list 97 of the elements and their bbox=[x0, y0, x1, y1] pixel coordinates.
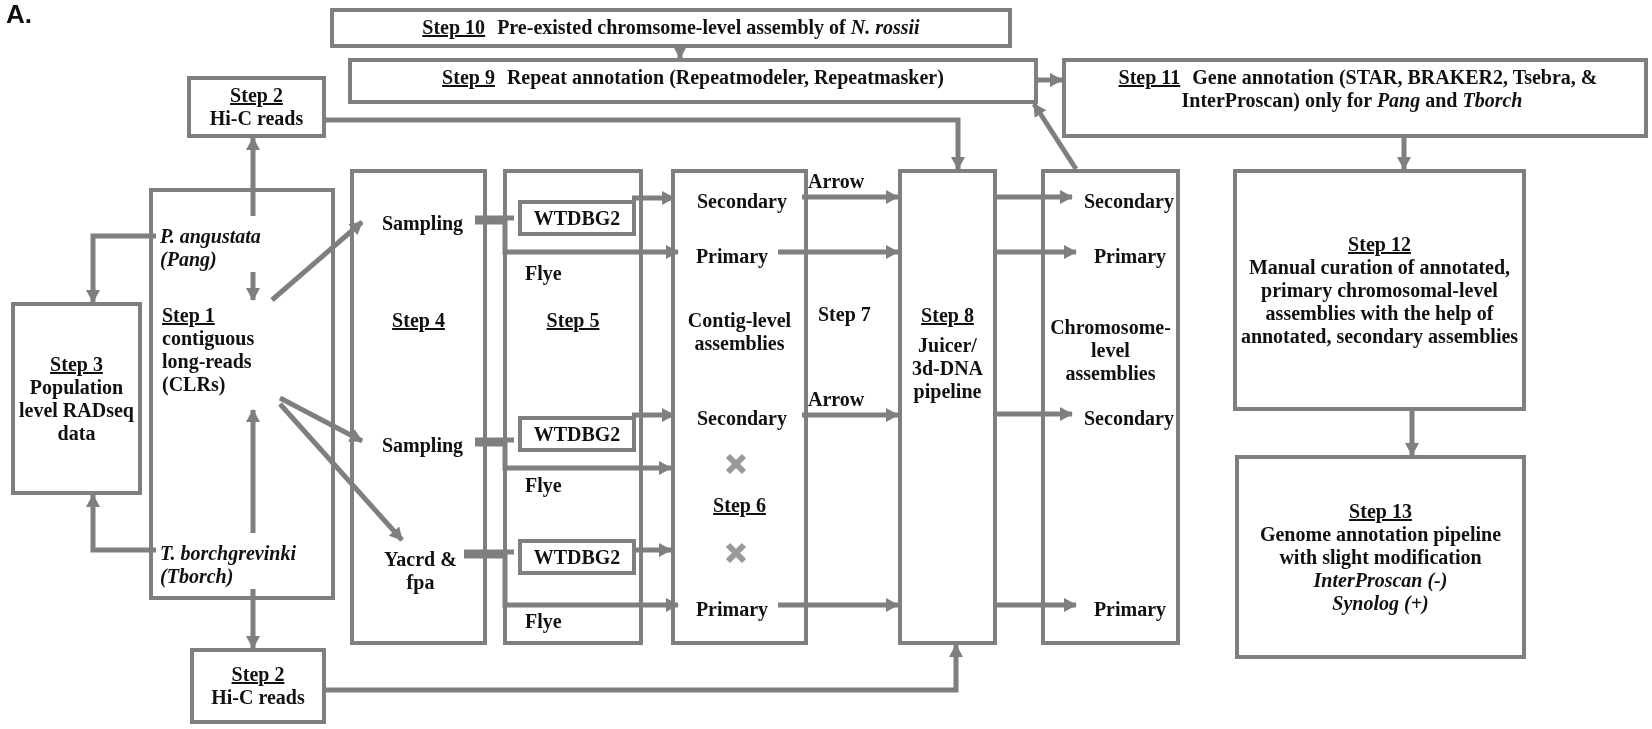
node-label: Sampling bbox=[366, 209, 479, 237]
step-heading: Step 5 bbox=[545, 309, 601, 332]
step-heading: Step 8 bbox=[920, 304, 975, 327]
box-text: WTDBG2 bbox=[533, 422, 621, 446]
box-text: Hi-C reads bbox=[209, 107, 304, 130]
process-box bbox=[1062, 58, 1648, 138]
step-label: Step 7 bbox=[818, 303, 871, 326]
node-label: Primary bbox=[1080, 595, 1180, 623]
process-box bbox=[518, 416, 636, 452]
arrow bbox=[326, 117, 965, 170]
process-box bbox=[898, 169, 997, 645]
arrow bbox=[86, 494, 156, 553]
arrow bbox=[270, 220, 364, 302]
arrow bbox=[1405, 411, 1419, 456]
step-heading: Step 2 bbox=[231, 663, 285, 686]
arrow bbox=[1031, 102, 1079, 171]
arrow bbox=[997, 598, 1077, 612]
step-heading: Step 1 bbox=[162, 304, 215, 327]
step-heading: Step 10 bbox=[422, 16, 486, 38]
arrow bbox=[326, 644, 963, 693]
process-box bbox=[187, 76, 326, 138]
process-box bbox=[671, 169, 808, 645]
arrow bbox=[1038, 73, 1063, 87]
process-box bbox=[190, 648, 326, 724]
step-heading: Step 4 bbox=[391, 309, 446, 332]
edge-label: Flye bbox=[525, 262, 562, 285]
arrow bbox=[1397, 138, 1411, 170]
node-label: Sampling bbox=[366, 431, 479, 459]
node-label: T. borchgrevinki (Tborch) bbox=[160, 537, 334, 593]
arrow bbox=[997, 407, 1073, 421]
arrow bbox=[802, 408, 899, 422]
box-text: Repeat annotation (Repeatmodeler, Repeatmasker) bbox=[506, 66, 944, 88]
box-text: Juicer/ 3d-DNA pipeline bbox=[910, 334, 985, 403]
box-text: Chromosome-level assemblies bbox=[1049, 316, 1172, 385]
arrow bbox=[802, 190, 899, 204]
edge-label: Flye bbox=[525, 474, 562, 497]
arrow bbox=[997, 190, 1073, 204]
node-label: Primary bbox=[682, 595, 782, 623]
connector-line bbox=[475, 437, 514, 443]
box-frame bbox=[149, 188, 335, 600]
process-box bbox=[350, 169, 487, 645]
box-text: Synolog (+) bbox=[1332, 591, 1429, 615]
process-box bbox=[518, 200, 636, 236]
box-text: WTDBG2 bbox=[533, 545, 621, 569]
arrow bbox=[475, 441, 672, 475]
arrow bbox=[778, 245, 899, 259]
box-text: contiguous long-reads (CLRs) bbox=[162, 327, 256, 396]
arrow bbox=[246, 409, 260, 533]
box-text: Contig-level assemblies bbox=[686, 309, 793, 355]
step-heading: Step 2 bbox=[230, 84, 283, 107]
process-box bbox=[330, 8, 1012, 48]
panel-label: A. bbox=[6, 0, 32, 30]
node-label: Secondary bbox=[678, 187, 806, 215]
arrow bbox=[464, 553, 679, 612]
arrow bbox=[246, 272, 260, 301]
step-heading: Step 3 bbox=[50, 352, 103, 376]
box-text: InterProscan (-) bbox=[1313, 568, 1448, 592]
connector-line bbox=[475, 215, 514, 221]
arrow bbox=[246, 589, 260, 649]
arrow bbox=[997, 245, 1077, 259]
arrow bbox=[278, 402, 404, 542]
box-text: Pre-existed chromsome-level assembly of N. rossii bbox=[497, 16, 920, 38]
box-text: Genome annotation pipeline with slight modification bbox=[1258, 522, 1503, 569]
arrow bbox=[475, 219, 679, 259]
box-text: Gene annotation (STAR, BRAKER2, Tsebra, & InterProscan) only for Pang and Tborch bbox=[1181, 66, 1598, 111]
process-box bbox=[518, 539, 636, 575]
box-text: WTDBG2 bbox=[533, 206, 621, 230]
node-label: Yacrd & fpa bbox=[373, 544, 468, 598]
process-box bbox=[503, 169, 643, 645]
step-heading: Step 11 bbox=[1118, 66, 1181, 88]
process-box bbox=[11, 302, 142, 495]
node-label: Secondary bbox=[1076, 187, 1182, 215]
node-label: Primary bbox=[682, 242, 782, 270]
arrow bbox=[246, 137, 260, 216]
box-text: Population level RADseq data bbox=[18, 375, 135, 445]
box-text: Manual curation of annotated, primary chromosomal-level assemblies with the help of annotated, secondary assemblies bbox=[1239, 255, 1520, 348]
process-box bbox=[1235, 455, 1526, 659]
arrow bbox=[673, 46, 687, 59]
arrow bbox=[86, 233, 156, 303]
process-box bbox=[348, 58, 1038, 104]
step-heading: Step 9 bbox=[442, 66, 495, 88]
step-heading: Step 13 bbox=[1349, 499, 1412, 523]
edge-label: Flye bbox=[525, 610, 562, 633]
node-label: P. angustata (Pang) bbox=[160, 220, 320, 276]
arrow bbox=[778, 598, 899, 612]
arrow bbox=[278, 395, 364, 444]
step-heading: Step 6 bbox=[712, 494, 767, 517]
process-box bbox=[1041, 169, 1180, 645]
edge-label: Arrow bbox=[808, 170, 865, 193]
connector-line bbox=[464, 549, 514, 555]
step-heading: Step 12 bbox=[1348, 232, 1411, 256]
edge-label: Arrow bbox=[808, 388, 865, 411]
node-label: Primary bbox=[1080, 242, 1180, 270]
node-label: Secondary bbox=[678, 404, 806, 432]
node-label: Secondary bbox=[1076, 404, 1182, 432]
box-text: Hi-C reads bbox=[211, 686, 305, 709]
process-box bbox=[1233, 169, 1526, 411]
